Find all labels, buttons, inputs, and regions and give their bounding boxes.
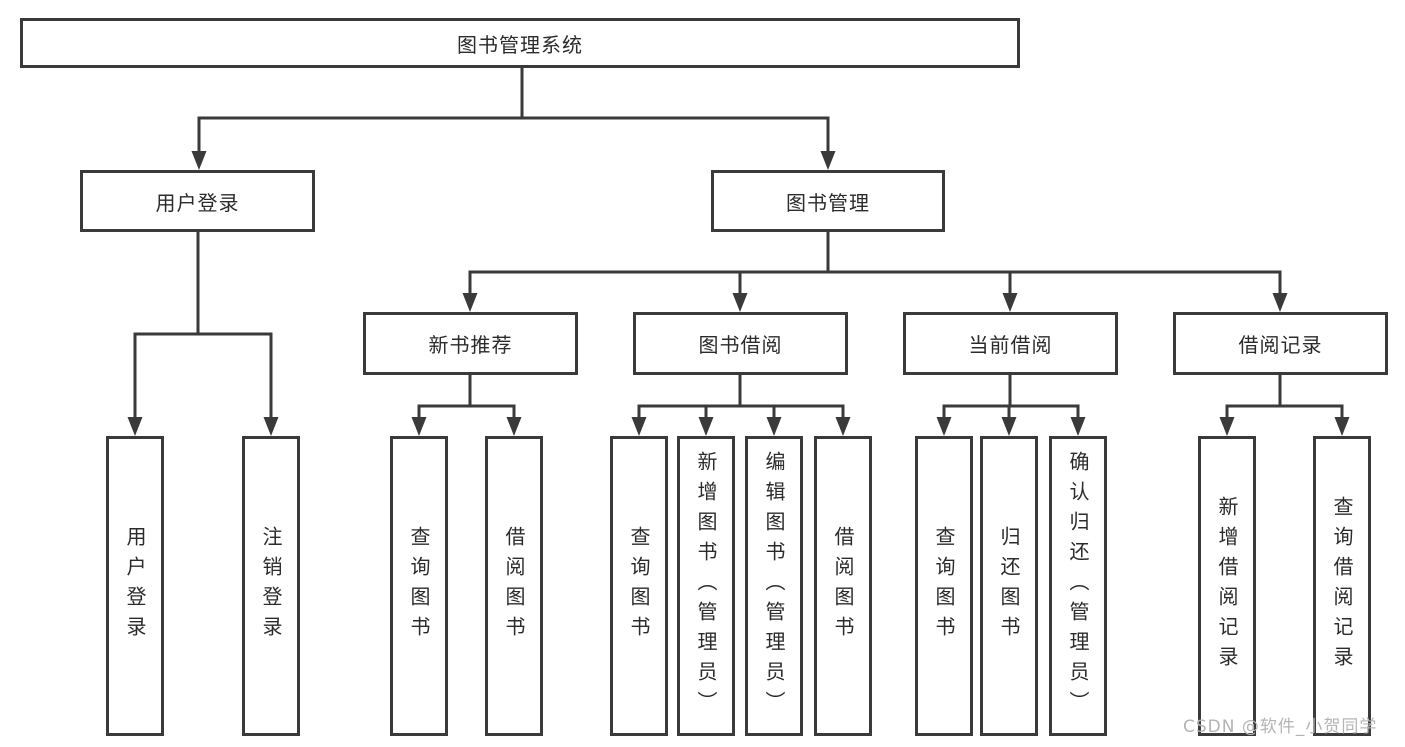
leaf-add-borrow-record: 新增借阅记录	[1198, 436, 1256, 736]
leaf-query-borrow-record: 查询借阅记录	[1313, 436, 1371, 736]
node-new-book-recommendation: 新书推荐	[363, 312, 578, 375]
leaf-logout-label: 注销登录	[259, 526, 283, 646]
node-borrowing-records: 借阅记录	[1173, 312, 1388, 375]
leaf-borrow-books-2-label: 借阅图书	[831, 526, 855, 646]
leaf-borrow-books-2: 借阅图书	[814, 436, 872, 736]
leaf-confirm-return-admin-label: 确认归还（管理员）	[1066, 451, 1090, 721]
leaf-query-books-2-label: 查询图书	[627, 526, 651, 646]
leaf-query-books-3: 查询图书	[915, 436, 973, 736]
node-book-management-branch: 图书管理	[711, 170, 945, 232]
leaf-add-books-admin-label: 新增图书（管理员）	[694, 451, 718, 721]
leaf-confirm-return-admin: 确认归还（管理员）	[1049, 436, 1107, 736]
leaf-borrow-books-1: 借阅图书	[485, 436, 543, 736]
leaf-query-borrow-record-label: 查询借阅记录	[1330, 496, 1354, 676]
leaf-add-books-admin: 新增图书（管理员）	[677, 436, 735, 736]
leaf-user-login-label: 用户登录	[123, 526, 147, 646]
node-library-system: 图书管理系统	[20, 18, 1020, 68]
csdn-watermark: CSDN @软件_小贺同学	[1183, 717, 1378, 737]
leaf-borrow-books-1-label: 借阅图书	[502, 526, 526, 646]
leaf-return-books: 归还图书	[980, 436, 1038, 736]
leaf-return-books-label: 归还图书	[997, 526, 1021, 646]
leaf-edit-books-admin: 编辑图书（管理员）	[745, 436, 803, 736]
leaf-query-books-2: 查询图书	[610, 436, 668, 736]
leaf-query-books-1-label: 查询图书	[407, 526, 431, 646]
leaf-edit-books-admin-label: 编辑图书（管理员）	[762, 451, 786, 721]
leaf-query-books-1: 查询图书	[390, 436, 448, 736]
node-user-login-branch: 用户登录	[80, 170, 315, 232]
leaf-query-books-3-label: 查询图书	[932, 526, 956, 646]
node-current-borrowing: 当前借阅	[903, 312, 1118, 375]
node-book-borrowing: 图书借阅	[633, 312, 848, 375]
leaf-add-borrow-record-label: 新增借阅记录	[1215, 496, 1239, 676]
leaf-user-login: 用户登录	[106, 436, 164, 736]
leaf-logout: 注销登录	[242, 436, 300, 736]
